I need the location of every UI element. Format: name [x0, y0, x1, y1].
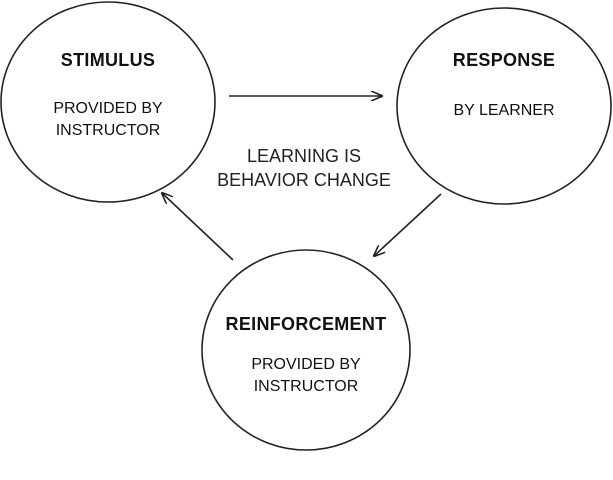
- center-label: LEARNING IS BEHAVIOR CHANGE: [190, 144, 418, 192]
- stimulus-description: PROVIDED BY INSTRUCTOR: [2, 98, 214, 142]
- stimulus-circle: [0, 1, 216, 203]
- node-response: RESPONSE BY LEARNER: [396, 8, 612, 204]
- response-title: RESPONSE: [452, 50, 556, 70]
- node-reinforcement: REINFORCEMENT PROVIDED BY INSTRUCTOR: [202, 250, 410, 450]
- center-label-line-1: LEARNING IS: [246, 146, 362, 166]
- reinforcement-description-line-1: PROVIDED BY: [251, 356, 361, 373]
- reinforcement-title: REINFORCEMENT: [225, 314, 387, 334]
- edge-response-to-reinforcement: [374, 193, 442, 256]
- stimulus-title: STIMULUS: [60, 50, 156, 70]
- reinforcement-description: PROVIDED BY INSTRUCTOR: [202, 354, 410, 398]
- stimulus-description-line-2: INSTRUCTOR: [55, 122, 161, 139]
- reinforcement-circle: [201, 249, 411, 451]
- response-circle: [396, 7, 612, 205]
- reinforcement-description-line-2: INSTRUCTOR: [253, 378, 359, 395]
- edge-reinforcement-to-stimulus: [162, 193, 234, 261]
- node-stimulus: STIMULUS PROVIDED BY INSTRUCTOR: [2, 2, 214, 202]
- response-description-line-1: BY LEARNER: [453, 102, 555, 119]
- response-description: BY LEARNER: [396, 100, 612, 122]
- center-label-line-2: BEHAVIOR CHANGE: [217, 170, 391, 190]
- stimulus-description-line-1: PROVIDED BY: [53, 100, 163, 117]
